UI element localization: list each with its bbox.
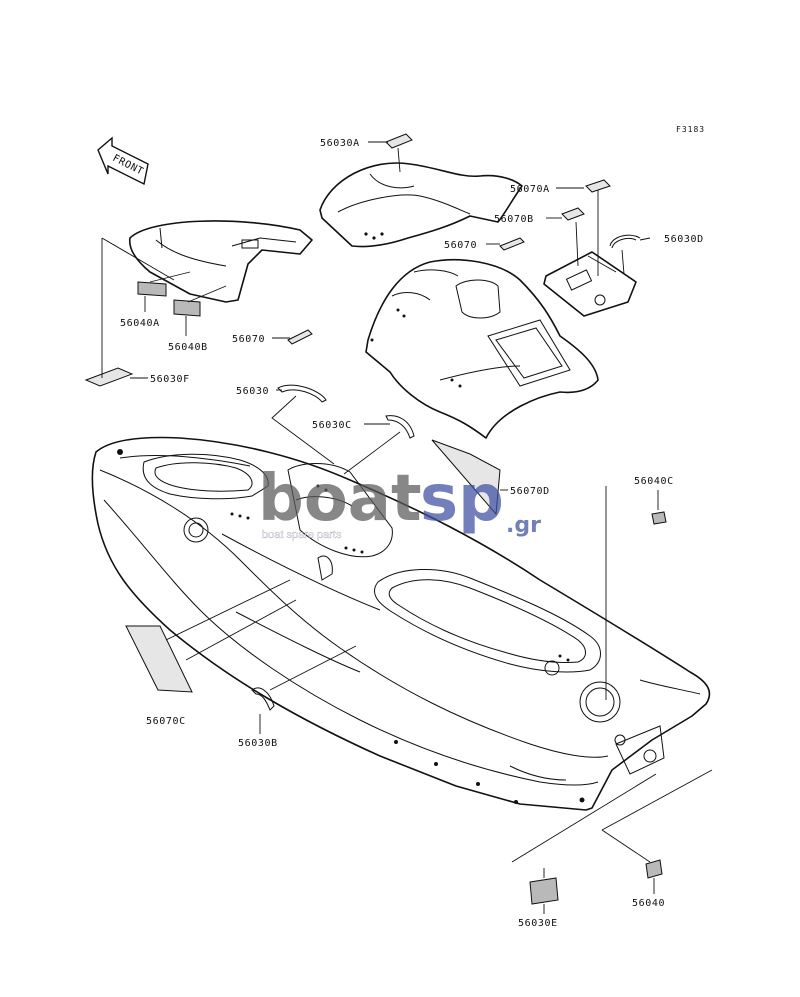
clip-56030D	[609, 234, 641, 249]
decal-56040C	[651, 511, 667, 525]
decal-56040B	[173, 299, 201, 317]
front-arrow-icon: FRONT	[97, 136, 149, 186]
label-56030A: 56030A	[320, 138, 360, 149]
decal-56040A	[137, 281, 167, 297]
watermark-logo: boat sp .gr boat spare parts	[258, 462, 541, 541]
watermark-tagline: boat spare parts	[262, 529, 342, 541]
label-56030F: 56030F	[150, 374, 190, 385]
clip-56030B	[251, 687, 275, 711]
label-56030B: 56030B	[238, 738, 278, 749]
label-56040C: 56040C	[634, 476, 674, 487]
handle-pole-cover	[128, 220, 313, 303]
label-56040B: 56040B	[168, 342, 208, 353]
label-56030: 56030	[236, 386, 269, 397]
main-hull	[91, 436, 711, 811]
label-56070-top: 56070	[444, 240, 477, 251]
access-hatch-plate	[543, 251, 637, 317]
label-56040: 56040	[632, 898, 665, 909]
decal-56070-top	[499, 237, 525, 251]
label-56030D: 56030D	[664, 234, 704, 245]
decal-56070B	[561, 207, 585, 221]
label-56030E: 56030E	[518, 918, 558, 929]
decal-56070C	[125, 625, 193, 693]
watermark-brand-right: sp	[420, 462, 504, 536]
label-56030C: 56030C	[312, 420, 352, 431]
decal-56070A	[585, 179, 611, 193]
decal-56040	[645, 859, 663, 879]
handlebar-cover	[319, 162, 523, 248]
label-56070B: 56070B	[494, 214, 534, 225]
label-56070-mid: 56070	[232, 334, 265, 345]
watermark-tld: .gr	[506, 513, 541, 538]
clip-56030C	[385, 415, 415, 439]
label-56040A: 56040A	[120, 318, 160, 329]
label-56070C: 56070C	[146, 716, 186, 727]
label-56070A: 56070A	[510, 184, 550, 195]
decal-56070D	[431, 439, 501, 516]
watermark-brand-left: boat	[258, 462, 422, 536]
decal-56030E	[529, 877, 559, 905]
decal-56030F	[84, 367, 134, 387]
upper-deck-cover	[365, 259, 599, 439]
decal-56030A	[385, 133, 413, 149]
decal-56070-mid	[287, 329, 313, 345]
label-56070D: 56070D	[510, 486, 550, 497]
diagram-ref-code: F3183	[676, 125, 705, 134]
clip-56030	[277, 384, 327, 403]
